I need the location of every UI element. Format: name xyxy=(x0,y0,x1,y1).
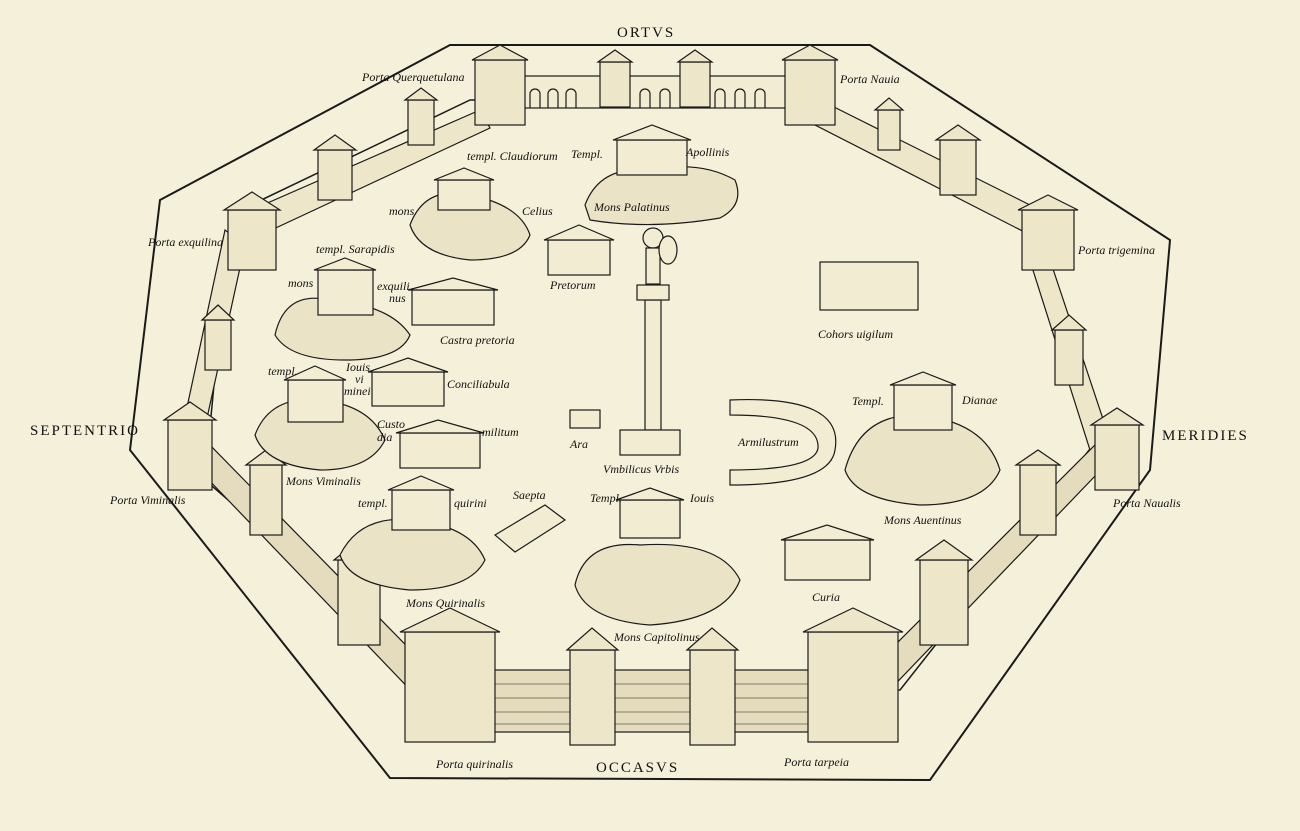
label-templ-quirini-b: quirini xyxy=(454,496,487,510)
wall-northeast xyxy=(814,99,1051,241)
label-castra-pretoria: Castra pretoria xyxy=(440,333,515,347)
gate-label-viminalis: Porta Viminalis xyxy=(110,493,186,507)
armilustrum-arena xyxy=(729,398,837,486)
gate-label-nauia: Porta Nauia xyxy=(840,72,900,86)
label-militum: militum xyxy=(482,425,519,439)
label-templ-iouis-b: Iouis xyxy=(346,360,370,374)
gate-label-quirinalis: Porta quirinalis xyxy=(436,757,514,771)
label-templ-claudiorum: templ. Claudiorum xyxy=(467,149,558,163)
label-templ-sarapidis: templ. Sarapidis xyxy=(316,242,395,256)
wall-towers xyxy=(162,44,1146,746)
label-vmbilicus-vrbis: Vmbilicus Vrbis xyxy=(603,462,680,476)
wall-south xyxy=(479,669,831,733)
label-ara: Ara xyxy=(570,437,588,451)
label-conciliabula: Conciliabula xyxy=(447,377,510,391)
direction-ortus: ORTVS xyxy=(617,25,676,41)
label-templ-iouis-cap-b: Iouis xyxy=(690,491,714,505)
label-septa: Saepta xyxy=(513,488,546,502)
vmbilicus-column xyxy=(619,227,681,456)
direction-occasus: OCCASVS xyxy=(596,760,680,776)
label-templ-quirini-a: templ. xyxy=(358,496,388,510)
label-templ-iouis-a: templ. xyxy=(268,364,298,378)
label-mons-exquilinus-c: nus xyxy=(389,291,406,305)
label-mons-celius-a: mons xyxy=(389,204,415,218)
label-mons-exquilinus-a: mons xyxy=(288,276,314,290)
label-cohors-uigilum: Cohors uigilum xyxy=(818,327,894,341)
direction-meridies: MERIDIES xyxy=(1162,428,1249,444)
label-templ-dianae-a: Templ. xyxy=(852,394,884,408)
direction-septentrio: SEPTENTRIO xyxy=(30,423,140,439)
wall-north xyxy=(519,75,791,109)
label-templ-iouis-c: vi xyxy=(355,372,364,386)
label-templ-apollinis-b: Apollinis xyxy=(686,145,730,159)
label-curia: Curia xyxy=(812,590,841,604)
label-armilustrum: Armilustrum xyxy=(738,435,799,449)
label-mons-capitolinus: Mons Capitolinus xyxy=(614,630,700,644)
label-custodia-b: dia xyxy=(377,430,393,444)
label-mons-exquilinus-b: exquili xyxy=(377,279,410,293)
gate-label-exquilina: Porta exquilina xyxy=(148,235,223,249)
label-mons-palatinus: Mons Palatinus xyxy=(594,200,670,214)
outer-border xyxy=(128,44,1172,782)
label-mons-celius-b: Celius xyxy=(522,204,553,218)
gate-label-trigemina: Porta trigemina xyxy=(1078,243,1155,257)
gate-label-querquetulana: Porta Querquetulana xyxy=(362,70,465,84)
label-templ-apollinis-a: Templ. xyxy=(571,147,603,161)
hills xyxy=(254,166,1001,626)
label-mons-quirinalis: Mons Quirinalis xyxy=(406,596,486,610)
label-templ-iouis-d: minei xyxy=(344,384,371,398)
gate-label-naualis: Porta Naualis xyxy=(1113,496,1181,510)
label-mons-viminalis: Mons Viminalis xyxy=(286,474,361,488)
buildings xyxy=(283,124,957,581)
gate-label-tarpeia: Porta tarpeia xyxy=(784,755,849,769)
label-templ-iouis-cap-a: Templ. xyxy=(590,491,622,505)
label-pretorum: Pretorum xyxy=(550,278,596,292)
label-custodia-a: Custo xyxy=(377,417,406,431)
label-mons-auentinus: Mons Auentinus xyxy=(884,513,962,527)
label-templ-dianae-b: Dianae xyxy=(962,393,998,407)
